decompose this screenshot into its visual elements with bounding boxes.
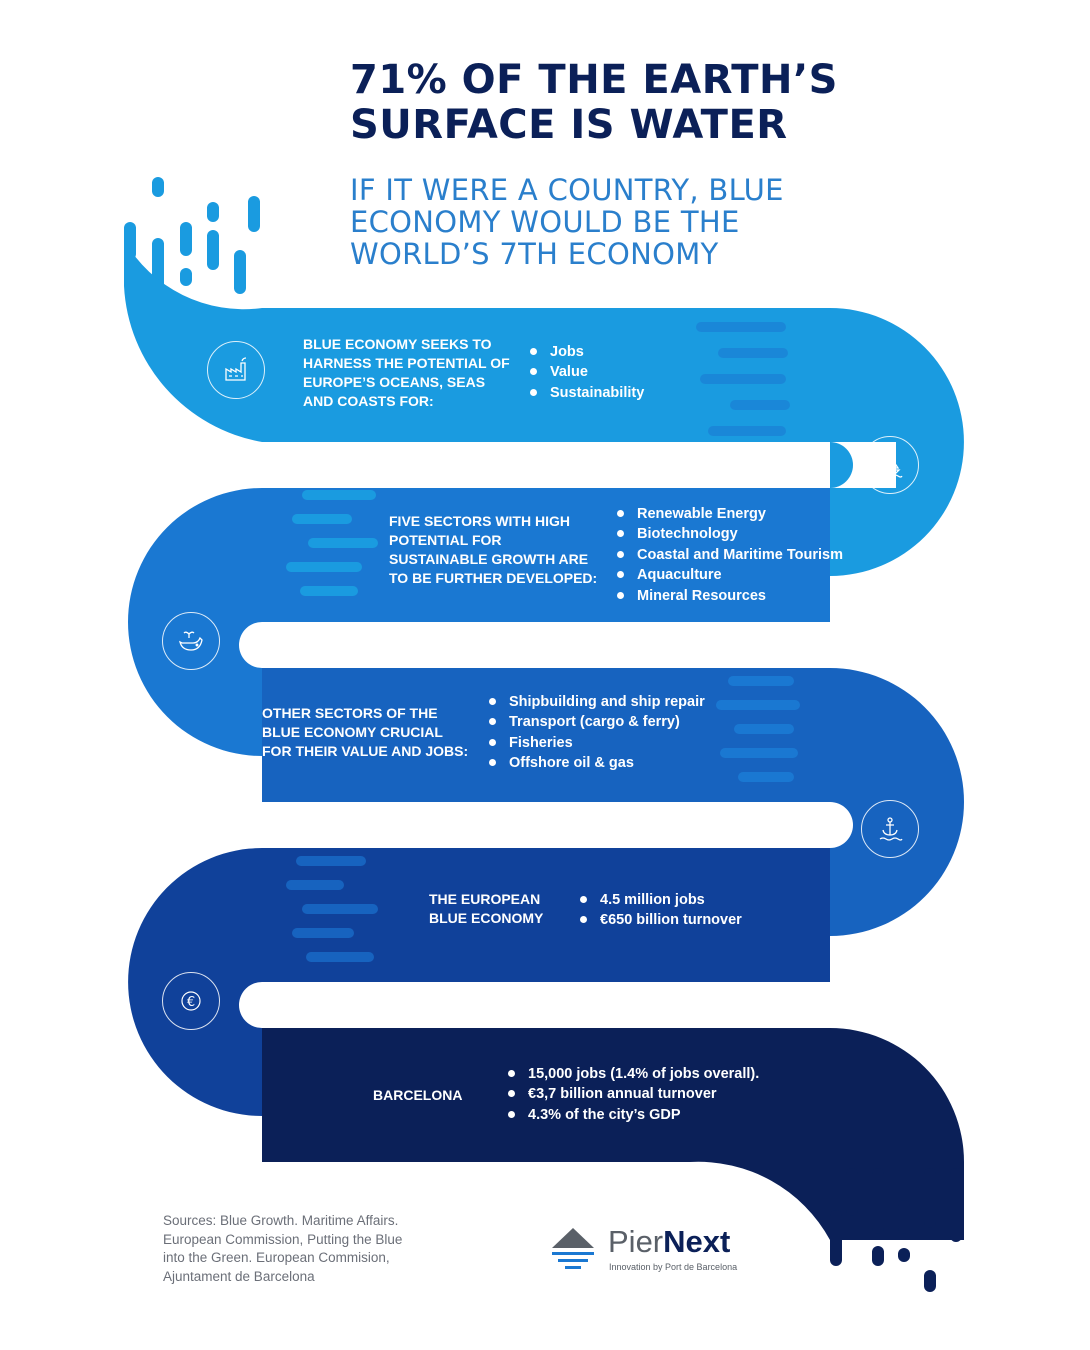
sources-line: Ajuntament de Barcelona (163, 1268, 315, 1284)
euro-symbol: € (187, 995, 195, 1010)
list-item: Mineral Resources (615, 586, 843, 606)
band-2-label-line: TO BE FURTHER DEVELOPED: (389, 570, 598, 586)
title-line-2: SURFACE IS WATER (350, 102, 788, 148)
band-3-label-line: OTHER SECTORS OF THE (262, 705, 438, 721)
sources-note: Sources: Blue Growth. Maritime Affairs. … (163, 1212, 402, 1286)
sailboat-icon (861, 436, 919, 494)
band-3-shape (262, 668, 830, 802)
sources-line: into the Green. European Commision, (163, 1250, 390, 1265)
piernext-logo: PierNext Innovation by Port de Barcelona (548, 1224, 737, 1277)
band-1-label-line: EUROPE’S OCEANS, SEAS (303, 374, 486, 390)
list-item: Transport (cargo & ferry) (487, 712, 705, 732)
band-2-list: Renewable Energy Biotechnology Coastal a… (615, 504, 843, 606)
stripe-band-1 (696, 322, 790, 436)
list-item: Coastal and Maritime Tourism (615, 545, 843, 565)
list-item: 4.3% of the city’s GDP (506, 1105, 759, 1125)
subtitle-line-3: WORLD’S 7TH ECONOMY (350, 237, 719, 271)
band-2-label-line: POTENTIAL FOR (389, 532, 502, 548)
list-item: Renewable Energy (615, 504, 843, 524)
band-2-label-line: SUSTAINABLE GROWTH ARE (389, 551, 589, 567)
stripe-band-2 (286, 490, 378, 596)
band-5-label: BARCELONA (373, 1086, 462, 1105)
band-3-label-line: BLUE ECONOMY CRUCIAL (262, 724, 443, 740)
whale-icon (162, 612, 220, 670)
logo-tagline: Innovation by Port de Barcelona (609, 1262, 738, 1272)
list-item: Biotechnology (615, 524, 843, 544)
list-item: €3,7 billion annual turnover (506, 1084, 759, 1104)
band-1-label-line: BLUE ECONOMY SEEKS TO (303, 336, 492, 352)
list-item: Shipbuilding and ship repair (487, 692, 705, 712)
stripe-band-4 (286, 856, 378, 962)
band-5-shape (262, 1028, 964, 1240)
list-item: Jobs (528, 342, 644, 362)
list-item: Fisheries (487, 733, 705, 753)
euro-icon: € (162, 972, 220, 1030)
anchor-icon (861, 800, 919, 858)
title-line-1: 71% OF THE EARTH’S (350, 57, 838, 103)
stripe-band-3 (716, 676, 800, 782)
band-4-label-line: THE EUROPEAN (429, 891, 541, 907)
band-2-label: FIVE SECTORS WITH HIGH POTENTIAL FOR SUS… (389, 512, 597, 588)
band-4-list: 4.5 million jobs €650 billion turnover (578, 890, 742, 931)
list-item: 15,000 jobs (1.4% of jobs overall). (506, 1064, 759, 1084)
band-1-list: Jobs Value Sustainability (528, 342, 644, 403)
bottom-water-drips (830, 1168, 962, 1292)
band-4-label: THE EUROPEAN BLUE ECONOMY (429, 890, 543, 928)
page-title: 71% OF THE EARTH’S SURFACE IS WATER (350, 58, 838, 148)
band-2-shape (262, 488, 830, 622)
list-item: Aquaculture (615, 565, 843, 585)
band-1-shape (124, 240, 830, 442)
sources-line: European Commission, Putting the Blue (163, 1231, 403, 1247)
list-item: Sustainability (528, 383, 644, 403)
page-subtitle: IF IT WERE A COUNTRY, BLUE ECONOMY WOULD… (350, 174, 784, 270)
band-3-list: Shipbuilding and ship repair Transport (… (487, 692, 705, 774)
factory-icon (207, 341, 265, 399)
piernext-logo-mark-icon (552, 1228, 594, 1269)
logo-name-bold: Next (663, 1224, 731, 1259)
list-item: 4.5 million jobs (578, 890, 742, 910)
list-item: Offshore oil & gas (487, 753, 705, 773)
band-5-list: 15,000 jobs (1.4% of jobs overall). €3,7… (506, 1064, 759, 1125)
logo-name-light: Pier (608, 1224, 664, 1259)
band-4-label-line: BLUE ECONOMY (429, 910, 544, 926)
band-1-label-line: AND COASTS FOR: (303, 393, 434, 409)
sources-line: Sources: Blue Growth. Maritime Affairs. (163, 1213, 399, 1228)
list-item: €650 billion turnover (578, 910, 742, 930)
subtitle-line-2: ECONOMY WOULD BE THE (350, 205, 740, 239)
logo-wordmark: PierNext (608, 1224, 730, 1260)
band-5-label-line: BARCELONA (373, 1087, 463, 1103)
band-3-label-line: FOR THEIR VALUE AND JOBS: (262, 743, 469, 759)
band-2-label-line: FIVE SECTORS WITH HIGH (389, 513, 570, 529)
band-1-label: BLUE ECONOMY SEEKS TO HARNESS THE POTENT… (303, 335, 510, 411)
list-item: Value (528, 362, 644, 382)
band-3-label: OTHER SECTORS OF THE BLUE ECONOMY CRUCIA… (262, 704, 468, 761)
band-1-label-line: HARNESS THE POTENTIAL OF (303, 355, 510, 371)
subtitle-line-1: IF IT WERE A COUNTRY, BLUE (350, 173, 784, 207)
